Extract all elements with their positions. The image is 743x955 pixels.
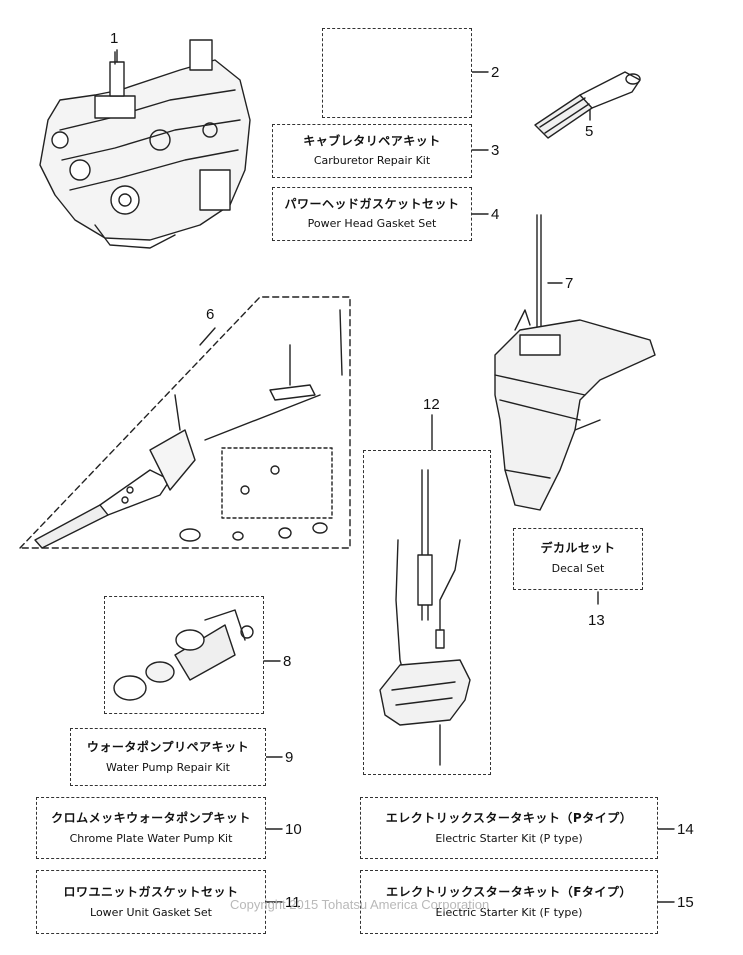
chrome-plate-water-pump-kit-box: クロムメッキウォータポンプキット Chrome Plate Water Pump…	[36, 797, 266, 859]
power-head-gasket-set-en: Power Head Gasket Set	[307, 217, 437, 230]
drive-shaft-box	[363, 450, 491, 775]
callout-5: 5	[585, 123, 594, 140]
power-head-gasket-set-box: パワーヘッドガスケットセット Power Head Gasket Set	[272, 187, 472, 241]
lower-unit-gasket-set-box: ロワユニットガスケットセット Lower Unit Gasket Set	[36, 870, 266, 934]
carburetor-repair-kit-en: Carburetor Repair Kit	[313, 154, 431, 167]
callout-3: 3	[491, 142, 500, 159]
callout-12: 12	[423, 396, 440, 413]
water-pump-repair-kit-en: Water Pump Repair Kit	[106, 761, 230, 774]
power-head-icon	[39, 39, 251, 249]
callout-13: 13	[588, 612, 605, 629]
callout-1: 1	[110, 30, 119, 47]
tiller-grip-icon	[534, 71, 641, 139]
lower-unit-gasket-set-en: Lower Unit Gasket Set	[90, 906, 212, 919]
callout-8: 8	[283, 653, 292, 670]
electric-starter-kit-p-box: エレクトリックスタータキット（Pタイプ） Electric Starter Ki…	[360, 797, 658, 859]
electric-starter-kit-f-en: Electric Starter Kit (F type)	[435, 906, 583, 919]
chrome-plate-water-pump-kit-en: Chrome Plate Water Pump Kit	[69, 832, 233, 845]
callout-9: 9	[285, 749, 294, 766]
lower-unit-gasket-set-jp: ロワユニットガスケットセット	[63, 885, 239, 899]
electric-starter-kit-p-en: Electric Starter Kit (P type)	[435, 832, 583, 845]
callout-10: 10	[285, 821, 302, 838]
lower-unit-assembly-icon	[494, 214, 656, 511]
callout-6: 6	[206, 306, 215, 323]
piston-rings-box	[322, 28, 472, 118]
electric-starter-kit-f-box: エレクトリックスタータキット（Fタイプ） Electric Starter Ki…	[360, 870, 658, 934]
carburetor-repair-kit-jp: キャブレタリペアキット	[303, 134, 441, 148]
electric-starter-kit-f-jp: エレクトリックスタータキット（Fタイプ）	[386, 885, 632, 899]
throttle-linkage-outline	[19, 296, 351, 549]
drive-shaft-housing-icon	[379, 469, 471, 766]
water-pump-repair-kit-jp: ウォータポンプリペアキット	[86, 740, 250, 754]
callout-2: 2	[491, 64, 500, 81]
water-pump-repair-kit-box: ウォータポンプリペアキット Water Pump Repair Kit	[70, 728, 266, 786]
callout-11: 11	[285, 894, 301, 911]
throttle-linkage-icon	[34, 309, 343, 549]
water-pump-box	[104, 596, 264, 714]
chrome-plate-water-pump-kit-jp: クロムメッキウォータポンプキット	[51, 811, 251, 825]
callout-15: 15	[677, 894, 694, 911]
decal-set-box: デカルセット Decal Set	[513, 528, 643, 590]
callout-4: 4	[491, 206, 500, 223]
electric-starter-kit-p-jp: エレクトリックスタータキット（Pタイプ）	[385, 811, 633, 825]
decal-set-en: Decal Set	[551, 562, 605, 575]
callout-14: 14	[677, 821, 694, 838]
callout-7: 7	[565, 275, 574, 292]
carburetor-repair-kit-box: キャブレタリペアキット Carburetor Repair Kit	[272, 124, 472, 178]
water-pump-icon	[113, 609, 254, 701]
decal-set-jp: デカルセット	[540, 541, 616, 555]
power-head-gasket-set-jp: パワーヘッドガスケットセット	[284, 197, 460, 211]
copyright-watermark: Copyright 2015 Tohatsu America Corporati…	[230, 897, 490, 912]
